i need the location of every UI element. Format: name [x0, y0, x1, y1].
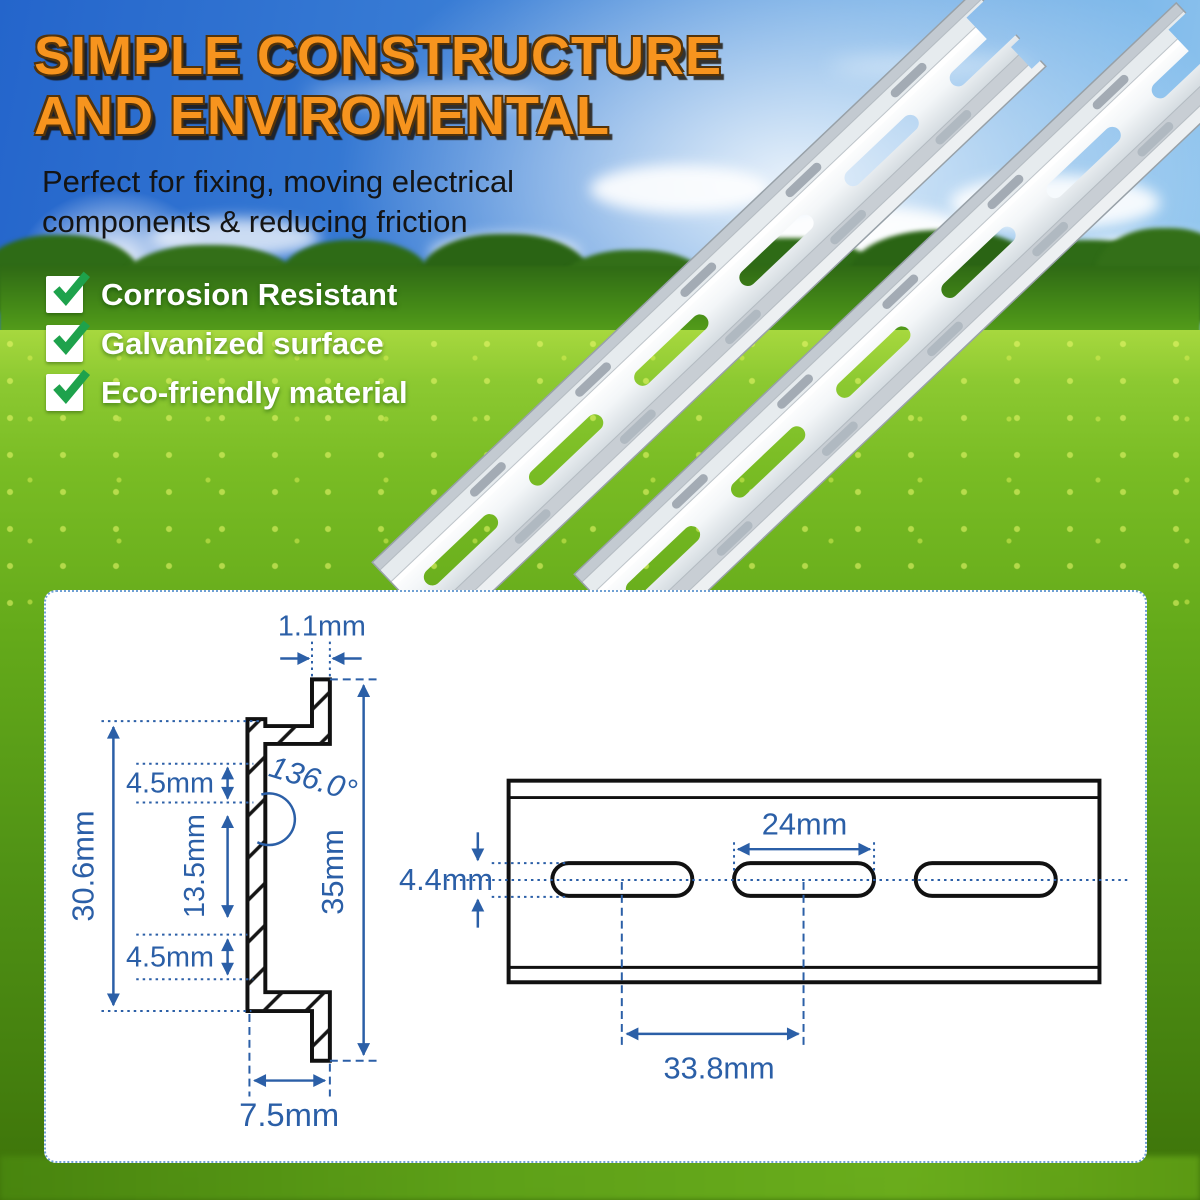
banner-subtitle-line1: Perfect for fixing, moving electrical — [42, 164, 515, 199]
banner-title: SIMPLE CONSTRUCTURE AND ENVIROMENTAL — [34, 26, 722, 146]
top-view-drawing: 24mm 4.4mm 33.8mm — [399, 778, 1132, 1086]
dim-label-mid-section: 13.5mm — [179, 814, 211, 918]
feature-list: Corrosion Resistant Galvanized surface E… — [46, 271, 408, 423]
grass-foreground — [0, 1156, 1200, 1200]
dim-label-slot-length: 24mm — [762, 806, 847, 841]
dim-label-overall-height: 35mm — [315, 829, 350, 914]
dimension-diagram: 1.1mm 35mm 30.6mm 4.5mm — [66, 611, 1132, 1133]
dim-label-upper-lip: 4.5mm — [126, 768, 214, 800]
spec-panel: 1.1mm 35mm 30.6mm 4.5mm — [44, 590, 1147, 1163]
dim-label-slot-width: 4.4mm — [399, 862, 493, 897]
cloud — [830, 56, 1030, 76]
feature-galvanized-surface: Galvanized surface — [46, 320, 408, 362]
banner-title-line1: SIMPLE CONSTRUCTURE — [34, 26, 723, 86]
cross-section-drawing: 1.1mm 35mm 30.6mm 4.5mm — [66, 611, 377, 1133]
cloud — [950, 175, 1160, 230]
dim-label-foot-width: 7.5mm — [239, 1096, 339, 1133]
banner-subtitle-line2: components & reducing friction — [42, 204, 468, 239]
dim-label-top-thickness: 1.1mm — [278, 611, 366, 643]
banner-title-line2: AND ENVIROMENTAL — [34, 86, 610, 146]
dim-label-slot-spacing: 33.8mm — [664, 1051, 775, 1086]
dim-label-bend-angle: 136.0° — [265, 749, 361, 809]
feature-eco-friendly: Eco-friendly material — [46, 369, 408, 411]
checkmark-icon — [46, 271, 91, 313]
feature-label: Corrosion Resistant — [101, 276, 398, 312]
checkmark-icon — [46, 369, 91, 411]
feature-label: Eco-friendly material — [101, 374, 408, 410]
feature-corrosion-resistant: Corrosion Resistant — [46, 271, 408, 313]
checkmark-icon — [46, 320, 91, 362]
banner-subtitle: Perfect for fixing, moving electrical co… — [42, 162, 514, 242]
feature-label: Galvanized surface — [101, 325, 384, 361]
cloud — [590, 165, 770, 213]
dim-label-lower-lip: 4.5mm — [126, 941, 214, 973]
dim-label-inner-height: 30.6mm — [66, 811, 101, 922]
